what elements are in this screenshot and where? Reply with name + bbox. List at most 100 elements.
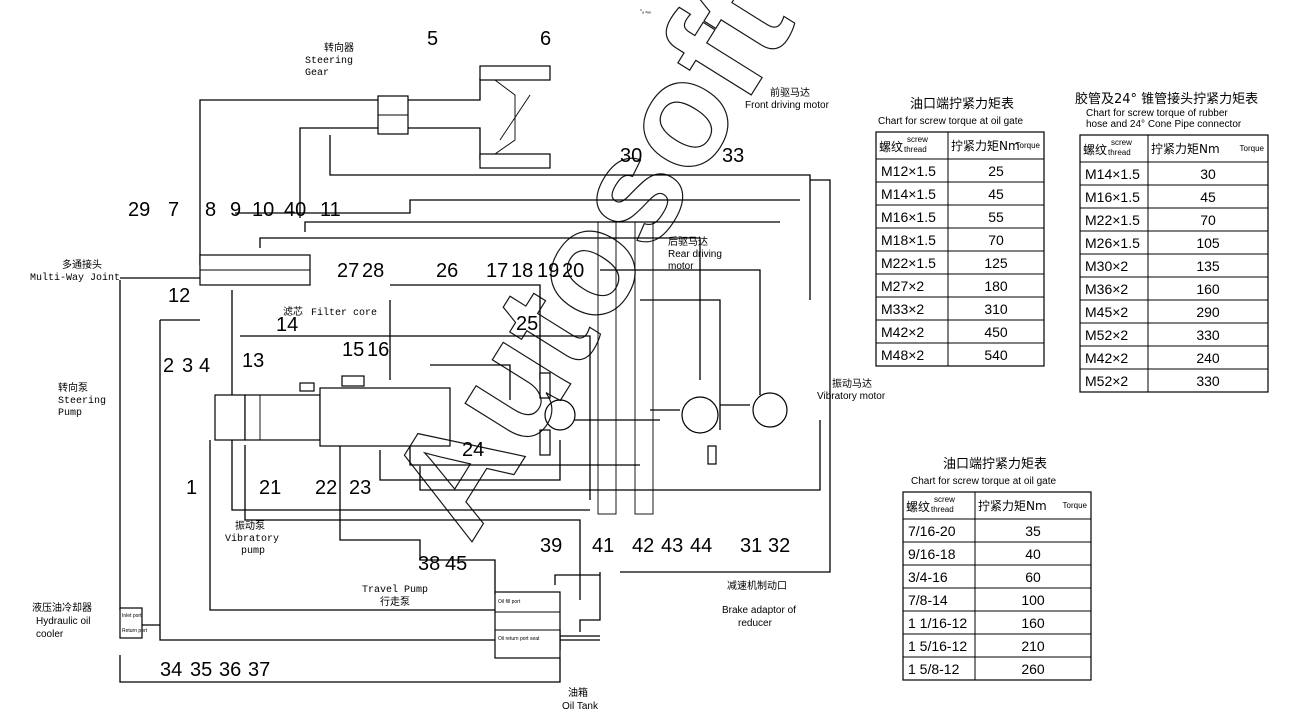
table1-title-0: 油口端拧紧力矩表	[910, 97, 1014, 112]
callout-14: 14	[276, 314, 298, 336]
table1-title-1: Chart for screw torque at oil gate	[878, 116, 1024, 127]
callout-10: 10	[252, 199, 274, 221]
callout-34: 34	[160, 659, 182, 681]
brake-adaptor-label-cn: 减速机制动口	[727, 579, 787, 592]
table1-header-thread-cn: 螺纹	[879, 140, 903, 154]
table1-row-3-torque: 70	[988, 232, 1004, 248]
vibratory-pump-label-cn: 振动泵	[235, 519, 265, 532]
table2-row-9-thread: M52×2	[1085, 373, 1128, 389]
callout-12: 12	[168, 285, 190, 307]
steering-gear-label-cn: 转向器	[324, 41, 354, 54]
table2-row-2-thread: M22×1.5	[1085, 212, 1140, 228]
table2-row-6-thread: M45×2	[1085, 304, 1128, 320]
callout-36: 36	[219, 659, 241, 681]
table3-header-thread-en2: thread	[931, 505, 954, 514]
table3-header-torque-en: Torque	[1063, 501, 1088, 510]
table1-row-7-thread: M42×2	[881, 324, 924, 340]
filter-core-label-en: Filter core	[311, 307, 377, 319]
vibratory-motor-label-en: Vibratory motor	[817, 391, 886, 402]
filter-core-label-cn: 滤芯	[283, 305, 303, 318]
table2-title-2: hose and 24° Cone Pipe connector	[1086, 119, 1242, 130]
steering-gear-label-en-1: Steering	[305, 55, 353, 67]
callout-21: 21	[259, 477, 281, 499]
table2-row-2-torque: 70	[1200, 212, 1216, 228]
watermark-text: Autosoft	[355, 0, 824, 562]
table3-row-0-torque: 35	[1025, 523, 1041, 539]
rear-drive-motor	[539, 372, 576, 456]
table1-row-4-thread: M22×1.5	[881, 255, 936, 271]
callout-17: 17	[486, 260, 508, 282]
table2-row-0-torque: 30	[1200, 166, 1216, 182]
table2-header-torque-en: Torque	[1240, 144, 1265, 153]
table2-row-6-torque: 290	[1196, 304, 1220, 320]
table3-title-1: Chart for screw torque at oil gate	[911, 476, 1057, 487]
travel-pump-block	[319, 375, 451, 447]
oil-tank-label-en: Oil Tank	[562, 701, 599, 712]
table1-header-thread-en2: thread	[904, 145, 927, 154]
brake-adaptor-label-en-2: reducer	[738, 618, 773, 629]
watermark-autosoft: Autosoft	[354, 0, 824, 563]
callout-45: 45	[445, 553, 467, 575]
table2-row-0-thread: M14×1.5	[1085, 166, 1140, 182]
table2-title-0: 胶管及24° 锥管接头拧紧力矩表	[1075, 91, 1258, 107]
hydraulic-lines	[119, 78, 831, 683]
callout-2: 2	[163, 355, 174, 377]
callout-29: 29	[128, 199, 150, 221]
hydraulic-cooler: Inlet port Return port	[119, 607, 148, 639]
table2-header-thread-en1: screw	[1111, 138, 1132, 147]
rear-motor-label-cn: 后驱马达	[668, 236, 708, 248]
vibratory-pump-label-en-2: pump	[241, 546, 265, 557]
table1-row-5-thread: M27×2	[881, 278, 924, 294]
callout-26: 26	[436, 260, 458, 282]
multi-way-joint	[199, 254, 311, 286]
callout-43: 43	[661, 535, 683, 557]
table1-header-thread-en1: screw	[907, 135, 928, 144]
callouts: 1 2 3 4 5 6 7 8 9 10 11 12 13 14 15 16 1…	[128, 28, 790, 681]
table1-row-0-torque: 25	[988, 163, 1004, 179]
table1-row-8-torque: 540	[984, 347, 1008, 363]
table1-header-torque-cn: 拧紧力矩Nm	[951, 139, 1020, 153]
callout-33: 33	[722, 145, 744, 167]
callout-11: 11	[320, 199, 341, 221]
oil-return-port-label: Oil return port seat	[498, 636, 540, 642]
table1-torque-table: 油口端拧紧力矩表 Chart for screw torque at oil ga…	[875, 97, 1045, 367]
rear-motor-label-en-1: Rear driving	[668, 249, 722, 260]
multi-way-joint-label-cn: 多通接头	[62, 258, 102, 271]
table3-row-2-torque: 60	[1025, 569, 1041, 585]
table3-row-6-thread: 1 5/8-12	[908, 661, 960, 677]
cooler-label-en-2: cooler	[36, 629, 64, 640]
front-drive-motor	[681, 396, 719, 465]
front-motor-label-cn: 前驱马达	[770, 86, 810, 99]
vibratory-motor-label-cn: 振动马达	[832, 377, 872, 390]
callout-1: 1	[186, 477, 197, 499]
table3-row-4-torque: 160	[1021, 615, 1045, 631]
table1-row-7-torque: 450	[984, 324, 1008, 340]
cooler-inlet-label: Inlet port	[122, 613, 142, 619]
oil-fill-port-label: Oil fill port	[498, 599, 521, 605]
callout-24: 24	[462, 439, 484, 461]
table2-row-8-thread: M42×2	[1085, 350, 1128, 366]
callout-32: 32	[768, 535, 790, 557]
table2-row-1-thread: M16×1.5	[1085, 189, 1140, 205]
front-motor-label-en: Front driving motor	[745, 100, 830, 111]
table2-row-5-torque: 160	[1196, 281, 1220, 297]
travel-pump-label-cn: 行走泵	[380, 595, 410, 608]
callout-22: 22	[315, 477, 337, 499]
steering-pump-label-en-1: Steering	[58, 395, 106, 407]
table3-row-4-thread: 1 1/16-12	[908, 615, 967, 631]
table2-row-4-torque: 135	[1196, 258, 1220, 274]
callout-44: 44	[690, 535, 712, 557]
header-caption: °ₐ ₙₑₑ	[640, 9, 651, 15]
callout-42: 42	[632, 535, 654, 557]
table2-header-thread-cn: 螺纹	[1083, 143, 1107, 157]
table1-row-8-thread: M48×2	[881, 347, 924, 363]
callout-35: 35	[190, 659, 212, 681]
table2-row-7-torque: 330	[1196, 327, 1220, 343]
callout-41: 41	[592, 535, 614, 557]
table1-row-0-thread: M12×1.5	[881, 163, 936, 179]
table2-header-thread-en2: thread	[1108, 148, 1131, 157]
multi-way-joint-label-en: Multi-Way Joint	[30, 272, 120, 284]
callout-37: 37	[248, 659, 270, 681]
